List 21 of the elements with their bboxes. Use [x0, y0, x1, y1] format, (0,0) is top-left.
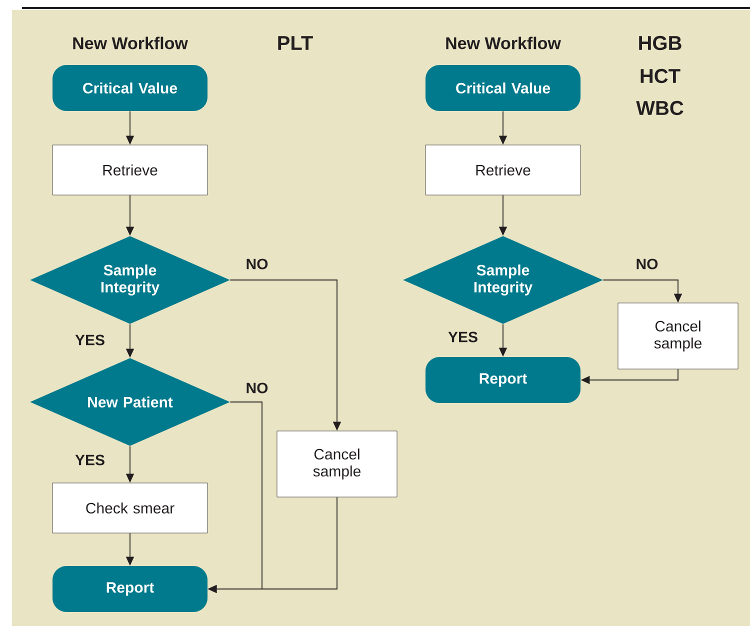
terminal-box: Report — [426, 357, 580, 403]
parameter-label: HCT — [640, 68, 680, 84]
terminal-box: Critical Value — [426, 65, 580, 111]
heading: New Workflow — [73, 36, 188, 50]
edge-label: NO — [244, 382, 270, 394]
process-box: Cancel sample — [276, 430, 398, 498]
edge-label: YES — [74, 334, 106, 346]
terminal-box: Critical Value — [52, 65, 208, 111]
parameter-label: PLT — [278, 36, 313, 50]
terminal-box: Report — [52, 566, 208, 612]
process-box: Check smear — [52, 482, 208, 534]
edge-label: YES — [447, 330, 479, 344]
heading: New Workflow — [446, 36, 561, 50]
process-box: Retrieve — [52, 144, 208, 196]
process-box: Cancel sample — [618, 302, 738, 370]
edge-label: YES — [74, 454, 106, 466]
edge-label: NO — [634, 258, 660, 270]
parameter-label: HGB — [639, 36, 682, 50]
parameter-label: WBC — [636, 100, 684, 116]
edge-label: NO — [244, 258, 270, 270]
process-box: Retrieve — [425, 144, 581, 196]
